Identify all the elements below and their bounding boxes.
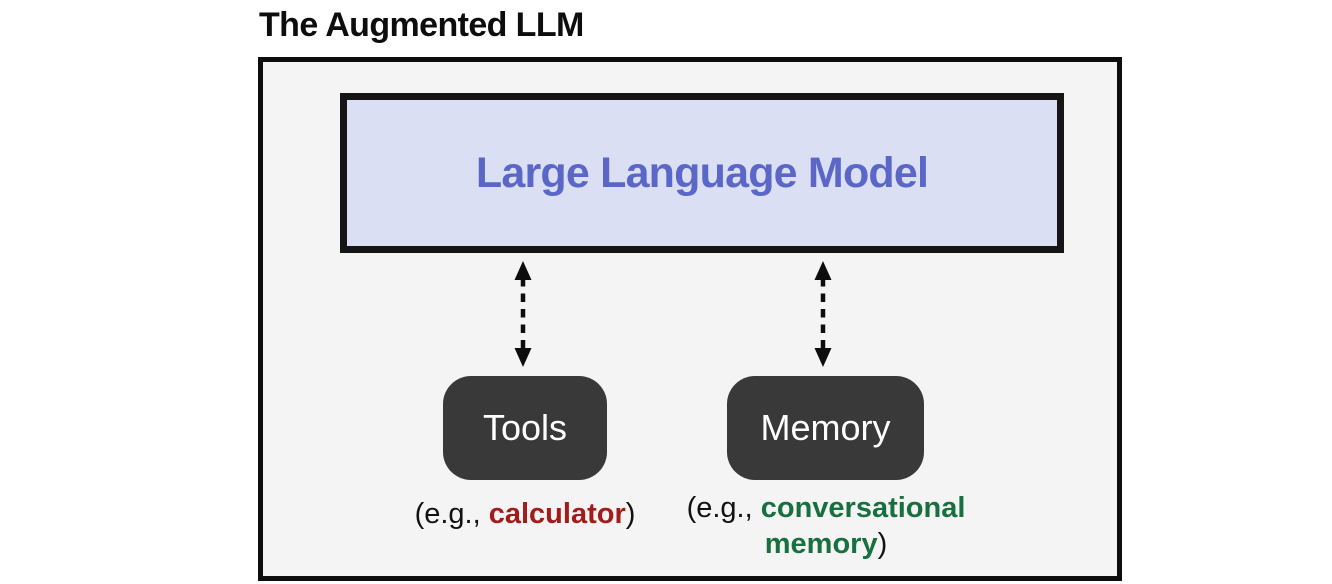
tools-caption: (e.g., calculator)	[375, 496, 675, 532]
tools-node: Tools	[443, 376, 607, 480]
memory-caption-example: conversational memory	[760, 492, 966, 560]
memory-node-label: Memory	[760, 407, 891, 448]
tools-caption-prefix: (e.g.,	[414, 498, 489, 530]
bidirectional-dashed-arrow-memory	[814, 261, 832, 367]
tools-caption-example: calculator	[488, 498, 626, 530]
memory-caption-suffix: )	[877, 528, 888, 560]
tools-caption-suffix: )	[625, 498, 636, 530]
tools-node-label: Tools	[482, 407, 568, 448]
llm-node-label: Large Language Model	[475, 148, 929, 197]
diagram-panel: Large Language Model Tools Memory (e.g.,…	[258, 57, 1122, 581]
memory-node: Memory	[727, 376, 924, 480]
bidirectional-dashed-arrow-tools	[514, 261, 532, 367]
memory-caption-prefix: (e.g.,	[686, 492, 761, 524]
figure-title: The Augmented LLM	[259, 6, 584, 44]
llm-node: Large Language Model	[340, 93, 1064, 253]
memory-caption: (e.g., conversational memory)	[666, 490, 986, 562]
